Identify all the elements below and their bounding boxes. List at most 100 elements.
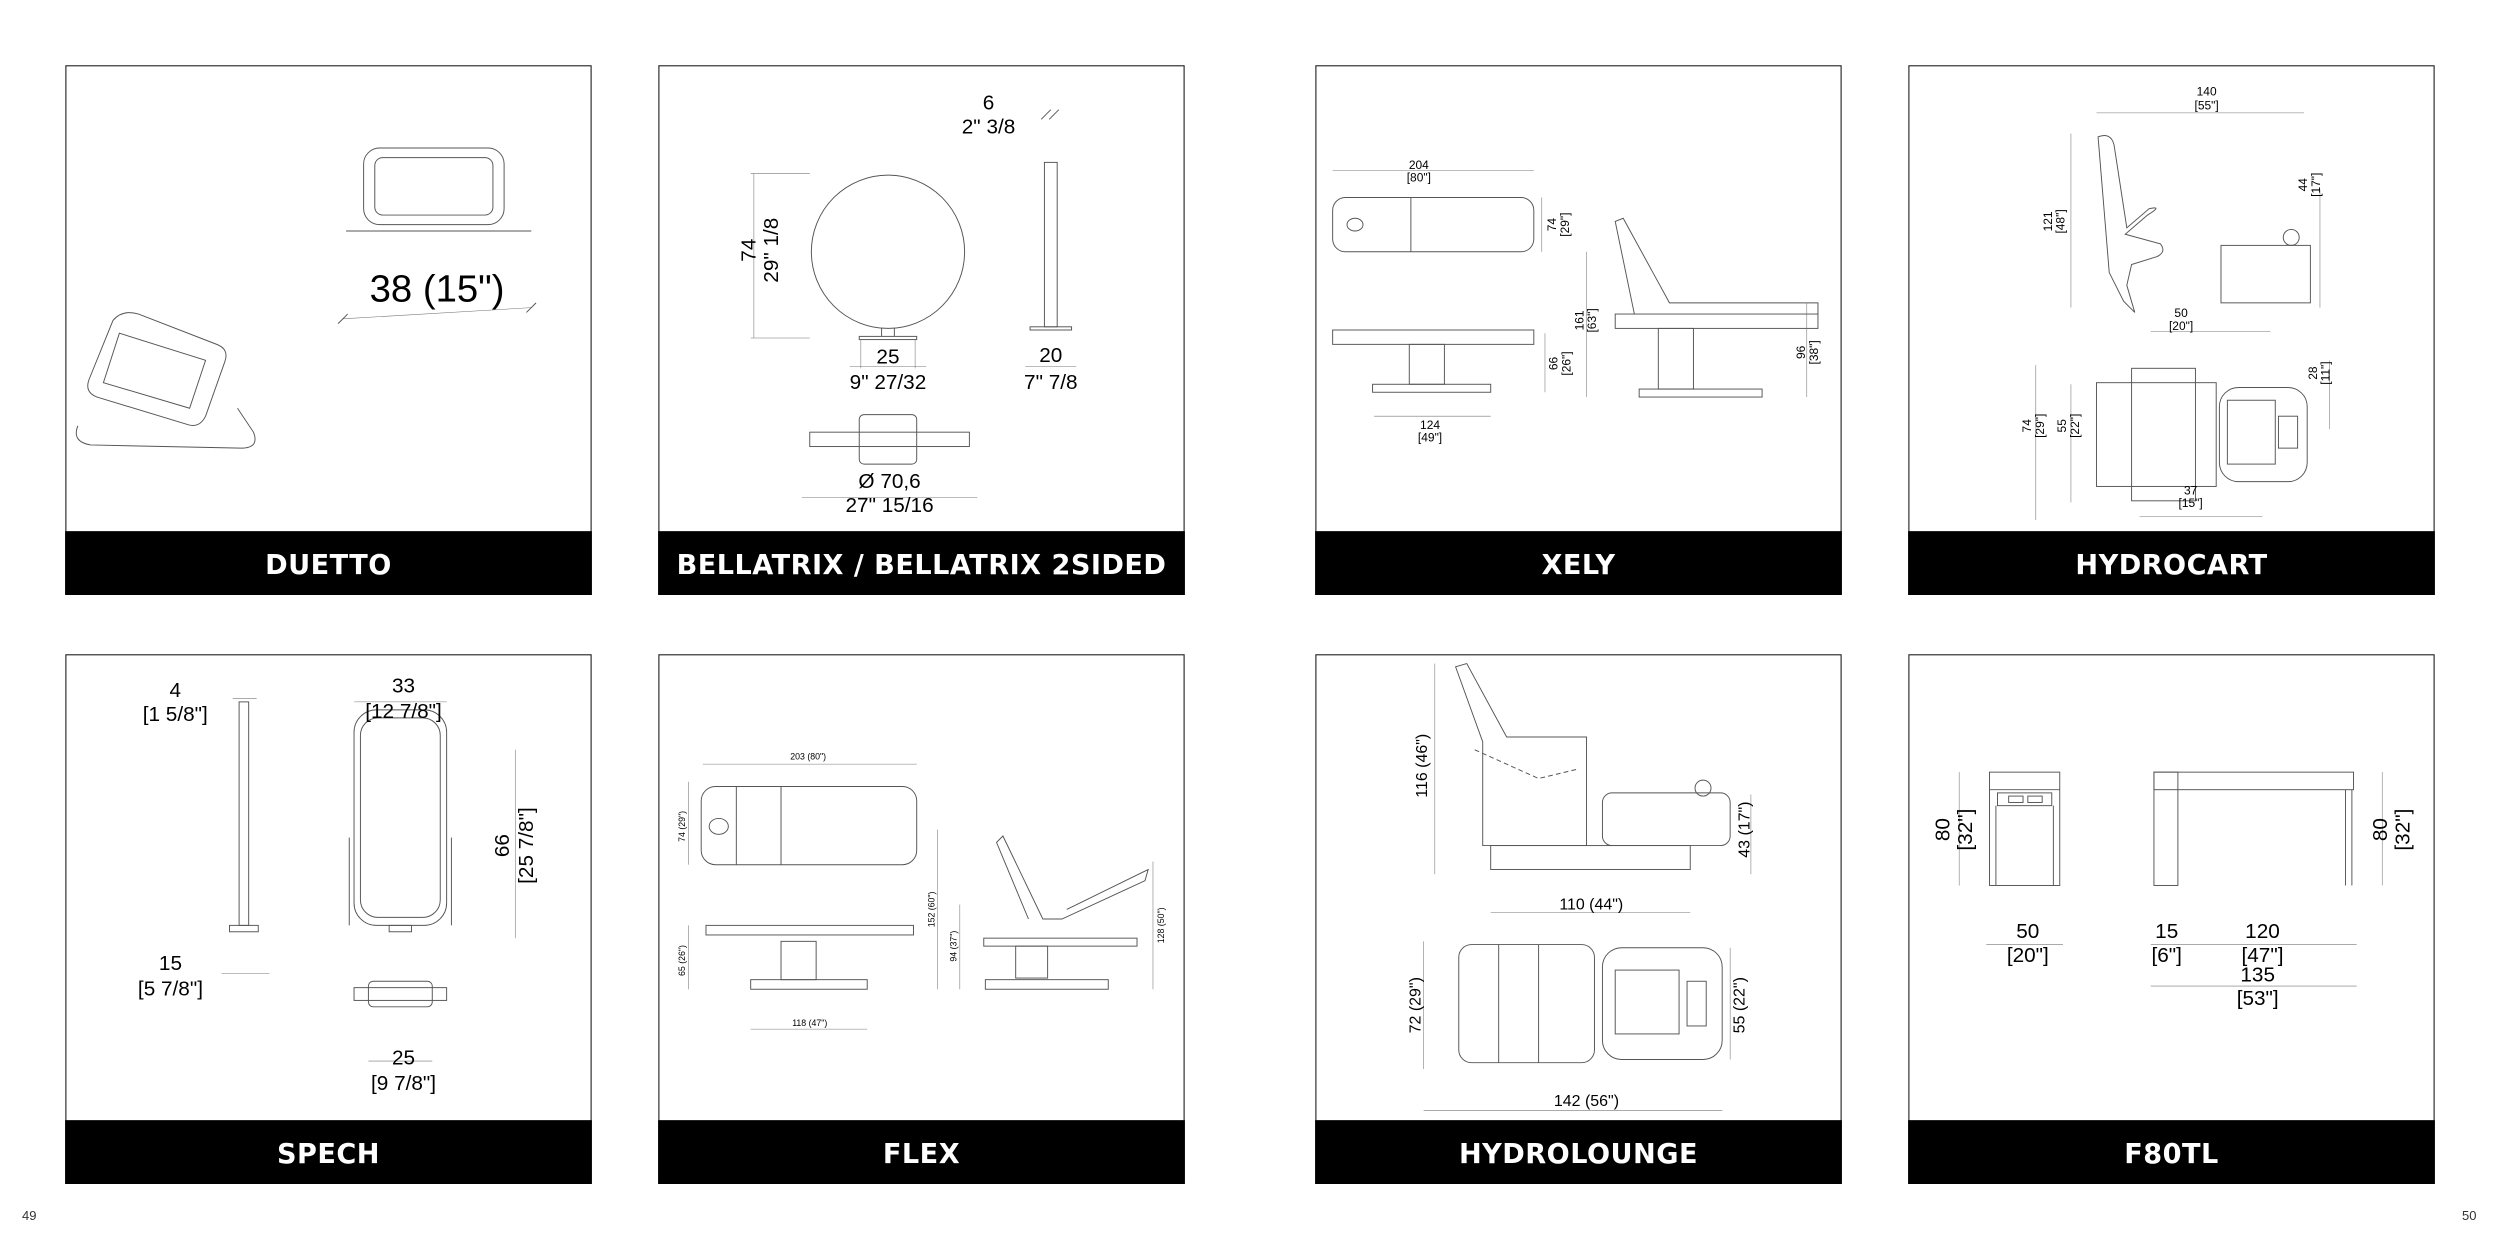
dimension-label: [49"] bbox=[1418, 431, 1442, 445]
product-title: FLEX bbox=[883, 1139, 960, 1170]
dimension-label: 15 bbox=[159, 952, 182, 975]
dimension-label: 6 bbox=[983, 92, 995, 115]
dimension-label: [80"] bbox=[1407, 171, 1431, 185]
dimension-label: 152 (60") bbox=[926, 891, 936, 927]
dimension-label: [32"] bbox=[2391, 809, 2414, 851]
dimension-label: [9 7/8"] bbox=[371, 1072, 436, 1095]
hydrocart-drawing: 140 [55"] 121 [48"] 44 [17"] 50 [20"] 74… bbox=[1908, 65, 2435, 595]
dimension-label: [15"] bbox=[2179, 496, 2203, 510]
page-number-right: 50 bbox=[2462, 1208, 2477, 1223]
dimension-label: 80 bbox=[1932, 818, 1955, 841]
product-title: DUETTO bbox=[265, 550, 392, 581]
product-card-hydrocart: 140 [55"] 121 [48"] 44 [17"] 50 [20"] 74… bbox=[1908, 65, 2435, 595]
dimension-label: [1 5/8"] bbox=[143, 703, 208, 726]
dimension-label: 74 bbox=[1545, 218, 1559, 232]
dimension-label: 20 bbox=[1039, 344, 1062, 367]
dimension-label: 128 (50") bbox=[1156, 907, 1166, 943]
dimension-label: 161 bbox=[1572, 310, 1586, 330]
dimension-label: 33 bbox=[392, 674, 415, 697]
dimension-label: 94 (37") bbox=[949, 931, 959, 962]
dimension-label: 72 (29") bbox=[1407, 977, 1424, 1033]
dimension-label: 140 bbox=[2197, 84, 2217, 98]
product-card-f80tl: 80 [32"] 80 [32"] 50 [20"] 15 [6"] 120 [… bbox=[1908, 654, 2435, 1184]
product-card-spech: 4 [1 5/8"] 15 [5 7/8"] 33 [12 7/8"] 66 [… bbox=[65, 654, 592, 1184]
dimension-label: [32"] bbox=[1954, 809, 1977, 851]
dimension-label: [48"] bbox=[2054, 209, 2068, 233]
f80tl-drawing: 80 [32"] 80 [32"] 50 [20"] 15 [6"] 120 [… bbox=[1908, 654, 2435, 1184]
dimension-label: 38 (15") bbox=[370, 267, 505, 310]
dimension-label: 120 bbox=[2245, 920, 2280, 943]
page-number-left: 49 bbox=[22, 1208, 37, 1223]
dimension-label: 65 (26") bbox=[677, 945, 687, 976]
dimension-label: [55"] bbox=[2195, 99, 2219, 113]
dimension-label: 25 bbox=[876, 346, 899, 369]
dimension-label: [26"] bbox=[1560, 351, 1574, 375]
dimension-label: [63"] bbox=[1585, 308, 1599, 332]
dimension-label: 29" 1/8 bbox=[760, 218, 783, 283]
product-title: F80TL bbox=[2124, 1139, 2218, 1170]
dimension-label: [12 7/8"] bbox=[365, 700, 442, 723]
dimension-label: 118 (47") bbox=[792, 1018, 827, 1028]
xely-drawing: 204 [80"] 74 [29"] 66 [26"] 124 [49"] 16… bbox=[1315, 65, 1842, 595]
dimension-label: 7" 7/8 bbox=[1024, 371, 1078, 394]
dimension-label: 74 bbox=[737, 239, 760, 262]
product-card-duetto: 38 (15") DUETTO bbox=[65, 65, 592, 595]
dimension-label: 27" 15/16 bbox=[846, 494, 934, 517]
dimension-label: [29"] bbox=[1558, 213, 1572, 237]
dimension-label: 25 bbox=[392, 1046, 415, 1069]
dimension-label: 204 bbox=[1409, 158, 1429, 172]
dimension-label: [38"] bbox=[1807, 340, 1821, 364]
product-card-hydrolounge: 116 (46") 43 (17") 110 (44") 72 (29") 55… bbox=[1315, 654, 1842, 1184]
dimension-label: [25 7/8"] bbox=[515, 807, 538, 884]
product-card-flex: 203 (80") 74 (29") 65 (26") 118 (47") 15… bbox=[658, 654, 1185, 1184]
dimension-label: 55 (22") bbox=[1732, 977, 1749, 1033]
flex-drawing: 203 (80") 74 (29") 65 (26") 118 (47") 15… bbox=[658, 654, 1185, 1184]
dimension-label: [17"] bbox=[2309, 173, 2323, 197]
dimension-label: [5 7/8"] bbox=[138, 978, 203, 1001]
dimension-label: 110 (44") bbox=[1559, 896, 1623, 913]
dimension-label: 66 bbox=[491, 834, 514, 857]
dimension-label: [11"] bbox=[2319, 361, 2333, 384]
dimension-label: 124 bbox=[1420, 418, 1440, 432]
dimension-label: [22"] bbox=[2068, 414, 2082, 438]
dimension-label: 9" 27/32 bbox=[850, 371, 927, 394]
product-title: BELLATRIX / BELLATRIX 2SIDED bbox=[677, 550, 1167, 581]
product-title: SPECH bbox=[277, 1139, 380, 1170]
dimension-label: 37 bbox=[2184, 483, 2198, 497]
dimension-label: 44 bbox=[2296, 178, 2310, 192]
spech-drawing: 4 [1 5/8"] 15 [5 7/8"] 33 [12 7/8"] 66 [… bbox=[65, 654, 592, 1184]
dimension-label: 28 bbox=[2306, 366, 2320, 380]
dimension-label: 74 (29") bbox=[677, 811, 687, 842]
dimension-label: 15 bbox=[2155, 920, 2178, 943]
duetto-drawing: 38 (15") DUETTO bbox=[65, 65, 592, 595]
dimension-label: 50 bbox=[2016, 920, 2039, 943]
dimension-label: 135 bbox=[2240, 963, 2275, 986]
dimension-label: 2" 3/8 bbox=[962, 116, 1016, 139]
dimension-label: 66 bbox=[1547, 357, 1561, 371]
dimension-label: 116 (46") bbox=[1414, 734, 1431, 798]
product-title: XELY bbox=[1541, 550, 1615, 581]
dimension-label: [53"] bbox=[2237, 987, 2279, 1010]
dimension-label: 55 bbox=[2055, 419, 2069, 433]
dimension-label: 80 bbox=[2369, 818, 2392, 841]
product-card-xely: 204 [80"] 74 [29"] 66 [26"] 124 [49"] 16… bbox=[1315, 65, 1842, 595]
dimension-label: [6"] bbox=[2151, 944, 2181, 967]
dimension-label: [47"] bbox=[2242, 944, 2284, 967]
dimension-label: [20"] bbox=[2169, 319, 2193, 333]
dimension-label: 142 (56") bbox=[1554, 1093, 1619, 1110]
dimension-label: 96 bbox=[1794, 345, 1808, 359]
dimension-label: 121 bbox=[2041, 211, 2055, 231]
hydrolounge-drawing: 116 (46") 43 (17") 110 (44") 72 (29") 55… bbox=[1315, 654, 1842, 1184]
dimension-label: [29"] bbox=[2033, 414, 2047, 438]
dimension-label: 203 (80") bbox=[790, 751, 826, 761]
bellatrix-drawing: 6 2" 3/8 74 29" 1/8 25 9" 27/32 20 7" 7/… bbox=[658, 65, 1185, 595]
dimension-label: 74 bbox=[2020, 419, 2034, 433]
dimension-label: [20"] bbox=[2007, 944, 2049, 967]
dimension-label: Ø 70,6 bbox=[858, 470, 920, 493]
product-title: HYDROCART bbox=[2075, 550, 2267, 581]
product-card-bellatrix: 6 2" 3/8 74 29" 1/8 25 9" 27/32 20 7" 7/… bbox=[658, 65, 1185, 595]
dimension-label: 4 bbox=[169, 679, 181, 702]
dimension-label: 50 bbox=[2174, 306, 2188, 320]
product-title: HYDROLOUNGE bbox=[1459, 1139, 1698, 1170]
dimension-label: 43 (17") bbox=[1736, 801, 1753, 857]
